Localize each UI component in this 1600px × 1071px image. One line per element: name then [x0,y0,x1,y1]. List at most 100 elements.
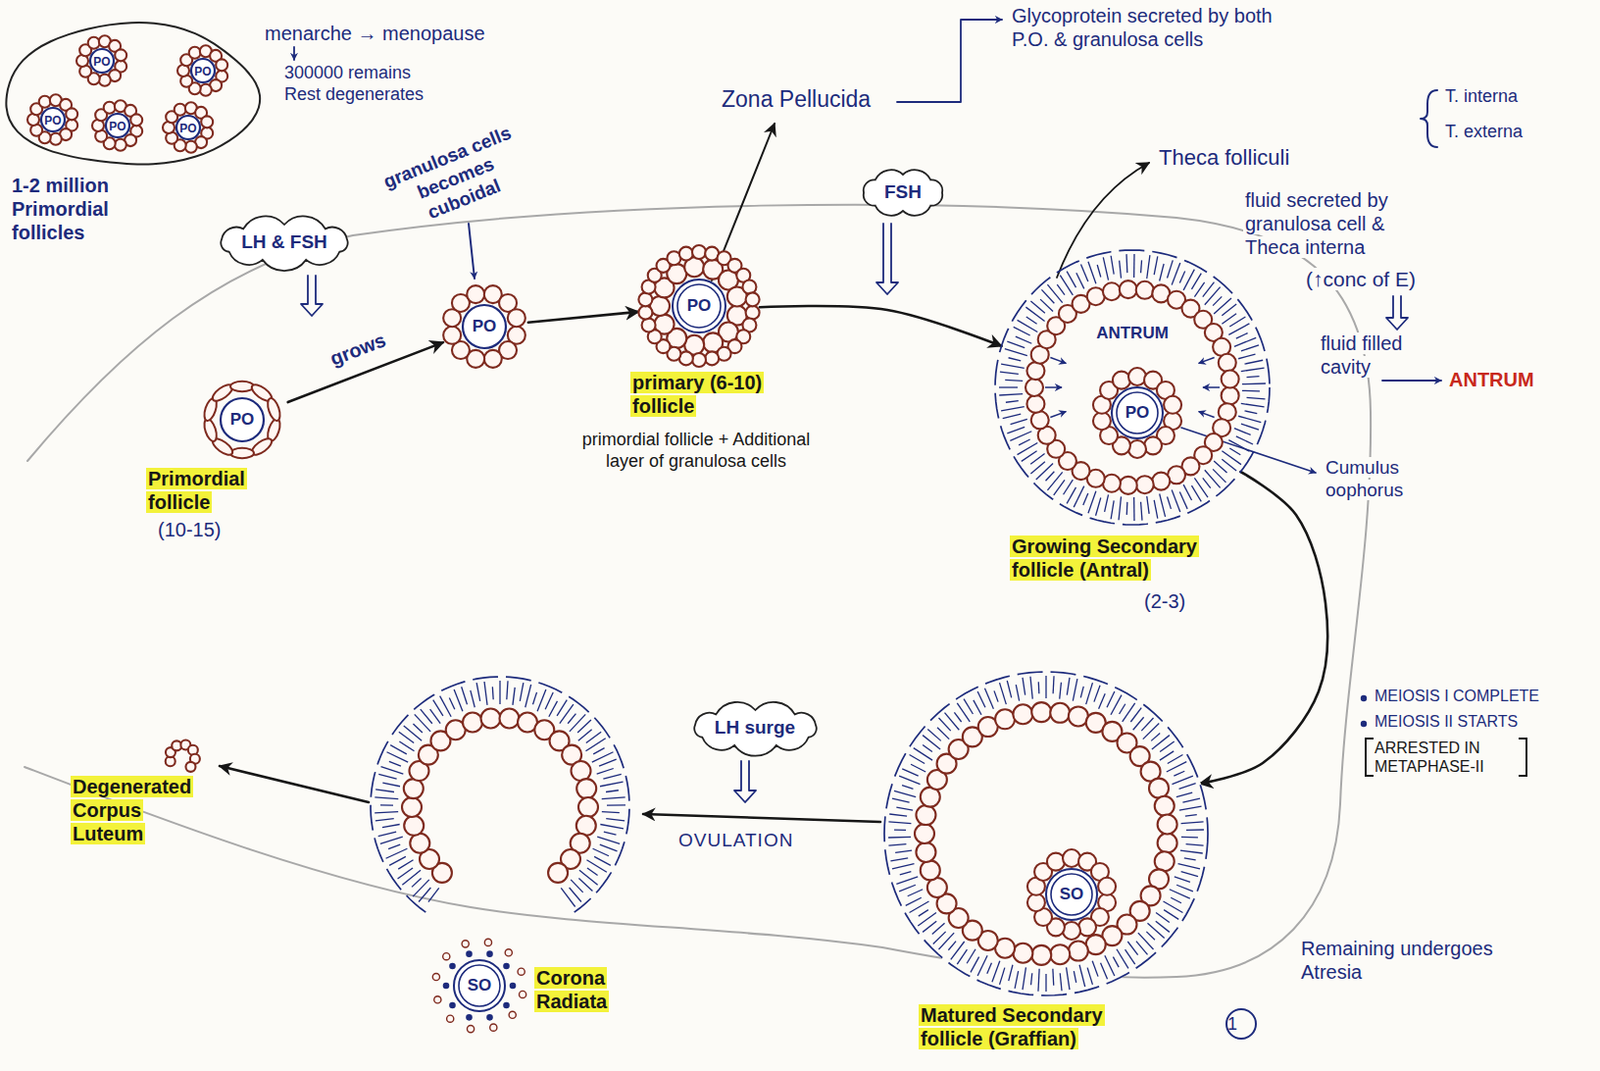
theca-hatch [398,859,413,869]
granulosa-cell [638,292,652,306]
theca-hatch [382,824,400,828]
theca-hatch [1125,949,1136,964]
theca-hatch [901,785,913,790]
theca-hatch [1221,313,1237,324]
theca-hatch [578,729,593,742]
theca-hatch [597,836,620,844]
note-box: menarche → menopause [262,21,488,46]
theca-hatch [519,682,524,701]
theca-hatch [586,731,601,743]
theca-hatch [1179,271,1185,284]
granulosa-cell [704,350,719,365]
granulosa-cell [742,279,756,294]
primordial-follicle-small: PO [161,100,215,154]
follicle-drawing [75,34,129,88]
note-box: MEIOSIS II STARTS [1372,711,1520,731]
theca-brace [1420,90,1438,148]
note-box: fluid filled cavity [1318,331,1427,379]
oocyte-label-box: PO [1123,402,1152,423]
theca-hatch [1051,675,1054,694]
theca-hatch [403,725,422,741]
granulosa-cell [185,141,198,153]
stage-heading: Primordial follicle [146,467,248,513]
corona-cell [434,996,442,1003]
hormone-double-arrow [1386,296,1408,330]
granulosa-cell [1031,410,1050,429]
granulosa-cell [578,797,599,817]
hormone-label: LH & FSH [239,231,330,252]
flat-cell [230,448,254,458]
theca-hatch [374,797,399,800]
oocyte-label: PO [470,316,500,336]
corona-cell [466,1014,472,1020]
theca-hatch [380,836,403,844]
theca-hatch [492,686,495,700]
theca-hatch [1245,359,1264,364]
theca-hatch [888,821,911,824]
fluid-arrow [1050,411,1066,418]
follicle-ground [75,34,129,88]
oocyte-label: PO [1123,402,1152,422]
theca-hatch [1133,497,1136,521]
stage-count: (2-3) [1142,590,1188,612]
corpus-luteum-shape [150,735,214,779]
theca-hatch [1186,844,1204,846]
part-name-box: T. externa [1443,121,1525,144]
granulosa-cell [174,103,187,116]
theca-hatch [899,884,916,892]
flat-cell [265,396,283,422]
theca-hatch [999,394,1023,396]
theca-hatch [1155,920,1170,932]
granulosa-cell [1068,941,1089,961]
granulosa-cell [1102,282,1121,300]
theca-hatch [1170,897,1182,902]
theca-hatch [1136,941,1149,955]
degeneration-arrow [219,765,369,802]
theca-hatch [937,727,950,740]
theca-hatch [512,687,515,705]
theca-hatch [1146,931,1155,940]
oocyte-label-box: PO [177,117,199,137]
theca-hatch [956,949,967,964]
theca-hatch [1212,468,1226,483]
corona-cell [487,1014,493,1020]
theca-hatch [918,909,929,917]
theca-hatch [1038,968,1040,992]
theca-hatch [1000,371,1019,374]
theca-externa-line [884,671,1208,996]
theca-hatch [1047,284,1062,303]
bullet-dot [1360,695,1367,701]
granulosa-cell [1119,476,1138,495]
theca-hatch [600,824,624,829]
primordial-follicle: POPrimordial follicle(10-15) [193,370,292,469]
theca-hatch [905,897,922,905]
granulosa-cell [443,326,461,345]
theca-hatch [1045,973,1047,992]
hormone-label-box: FSH [882,181,924,204]
theca-hatch [1184,857,1197,860]
part-name-box: Theca folliculi [1156,145,1292,171]
theca-hatch [499,680,500,704]
granulosa-cell [1218,353,1237,372]
follicle-drawing [201,381,283,458]
theca-hatch [1174,876,1191,882]
theca-hatch [1087,967,1093,985]
stage-heading: Corona Radiata [534,966,609,1012]
theca-hatch [1066,271,1076,289]
theca-hatch [1171,490,1181,512]
theca-hatch [378,773,397,779]
corona-cell [443,982,449,988]
oocyte [220,398,264,442]
theca-hatch [948,941,956,950]
pointer-arrow [468,223,475,279]
theca-hatch [1181,836,1199,839]
theca-hatch [1102,256,1108,280]
theca-hatch [381,766,404,775]
oocyte [191,58,215,83]
theca-hatch [1163,909,1179,920]
theca-hatch [1179,783,1197,790]
granulosa-cell [1026,361,1045,380]
note-box: Glycoprotein secreted by both P.O. & gra… [1009,3,1280,51]
granulosa-cell [1119,280,1138,299]
theca-hatch [889,813,907,816]
